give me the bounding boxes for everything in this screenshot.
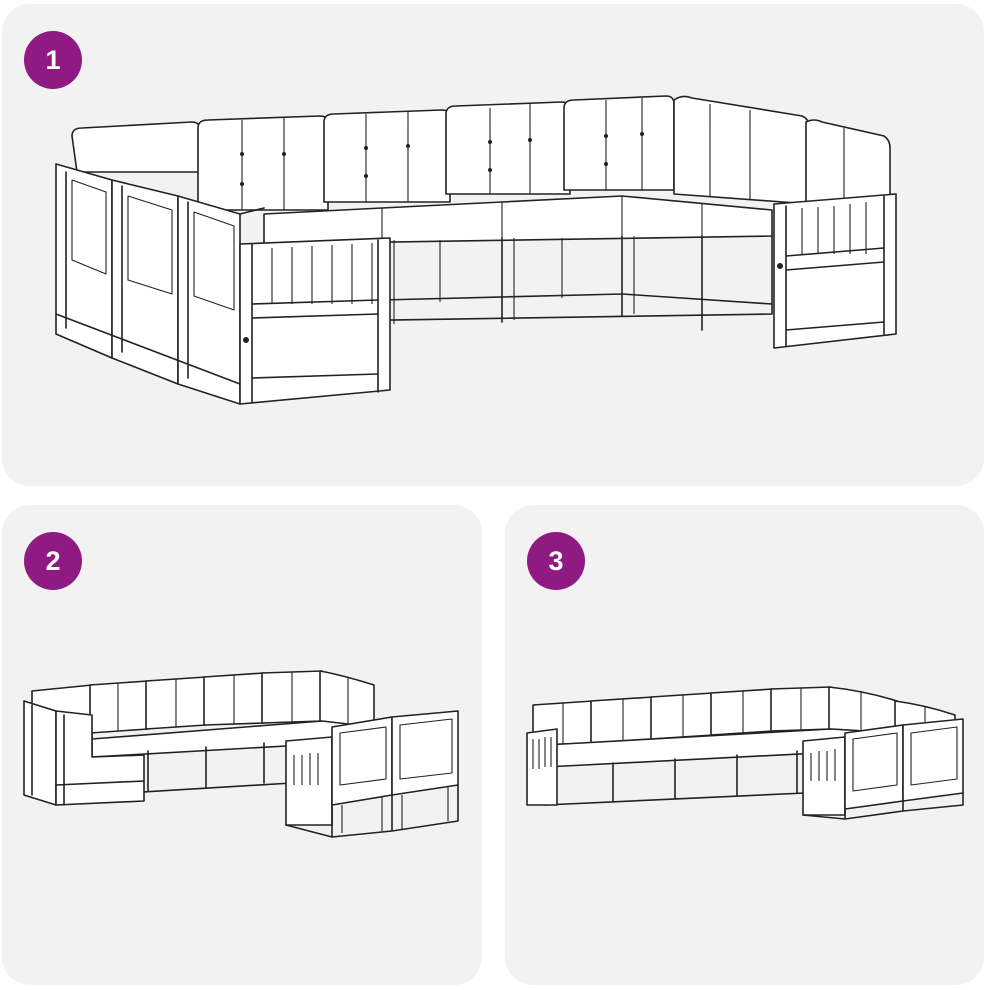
step-badge-1: 1: [24, 31, 82, 89]
back-cushions: [71, 95, 891, 211]
front-armrest-right: [773, 193, 897, 349]
sofa-illustration-3: [526, 686, 964, 820]
back-cushions: [532, 686, 956, 746]
step-badge-2: 2: [24, 532, 82, 590]
seat-and-base: [23, 700, 375, 806]
sofa-illustration-1: [55, 95, 897, 405]
seat-cushions: [263, 195, 773, 245]
step-panel-2: 2: [2, 505, 482, 985]
front-modules: [285, 710, 459, 838]
step-badge-3: 3: [527, 532, 585, 590]
seat-and-base: [526, 728, 898, 806]
step-panel-1: 1: [2, 4, 984, 486]
step-panel-3: 3: [505, 505, 984, 985]
left-corner-modules: [55, 163, 265, 405]
front-modules: [802, 718, 964, 820]
front-armrest-left: [239, 237, 391, 405]
sofa-illustration-2: [23, 670, 459, 838]
